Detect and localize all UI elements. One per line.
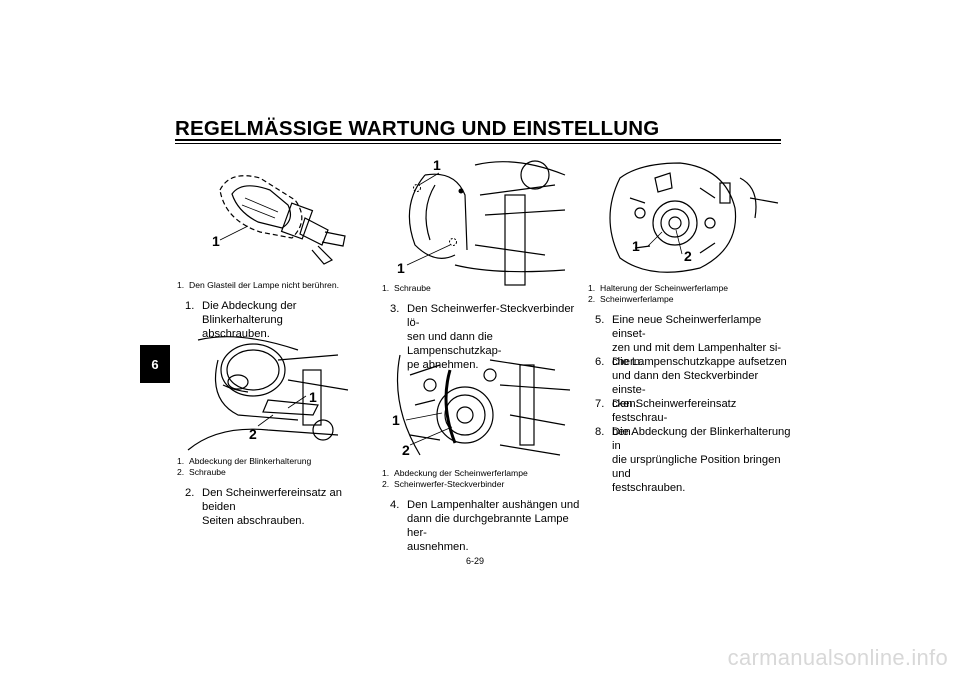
fig5-callout-2: 2 [684,248,692,264]
step-1: 1. Die Abdeckung der Blinkerhalterung ab… [185,300,297,340]
fig2-callout-2: 2 [249,426,257,442]
figure-headlight-cover: 1 2 [187,336,349,451]
fig4-callout-1: 1 [392,412,400,428]
step-7: 7. Den Scheinwerfereinsatz festschrau- b… [595,398,737,438]
fig5-callout-1: 1 [632,238,640,254]
title-rule-thick [175,139,781,141]
step-4: 4. Den Lampenhalter aushängen und dann d… [390,499,580,553]
fig1-callout-1: 1 [212,233,220,249]
fig3-callout-1b: 1 [397,260,405,276]
watermark: carmanualsonline.info [727,645,948,670]
figure-headlight-connector: 1 2 [392,354,571,458]
step-2: 2. Den Scheinwerfereinsatz an beiden Sei… [185,487,342,527]
fig4-caption-2: 2.Scheinwerfer-Steckverbinder [382,479,505,489]
chapter-tab: 6 [140,345,170,383]
fig5-caption-1: 1.Halterung der Scheinwerferlampe [588,283,729,293]
figure-headlight-screws: 1 1 [397,157,566,286]
fig2-caption-1: 1.Abdeckung der Blinkerhalterung [177,456,312,466]
figure-bulb-holder: 1 2 [609,162,779,273]
page-number: 6-29 [466,556,485,566]
step-3: 3. Den Scheinwerfer-Steckverbinder lö- s… [390,303,575,371]
title-rule-thin [175,143,781,144]
fig4-callout-2: 2 [402,442,410,458]
figure-bulb: 1 [212,175,346,265]
fig5-caption-2: 2.Scheinwerferlampe [588,294,674,304]
fig3-caption-1: 1.Schraube [382,283,431,293]
fig4-caption-1: 1.Abdeckung der Scheinwerferlampe [382,468,528,478]
step-8: 8. Die Abdeckung der Blinkerhalterung in… [595,426,791,494]
fig2-caption-2: 2.Schraube [177,467,226,477]
step-5: 5. Eine neue Scheinwerferlampe einset- z… [595,314,782,368]
fig2-callout-1: 1 [309,389,317,405]
fig1-caption-1: 1.Den Glasteil der Lampe nicht berühren. [177,280,339,290]
step-6: 6. Die Lampenschutzkappe aufsetzen und d… [595,356,787,410]
fig3-callout-1a: 1 [433,157,441,173]
page-title: REGELMÄSSIGE WARTUNG UND EINSTELLUNG [175,117,660,140]
